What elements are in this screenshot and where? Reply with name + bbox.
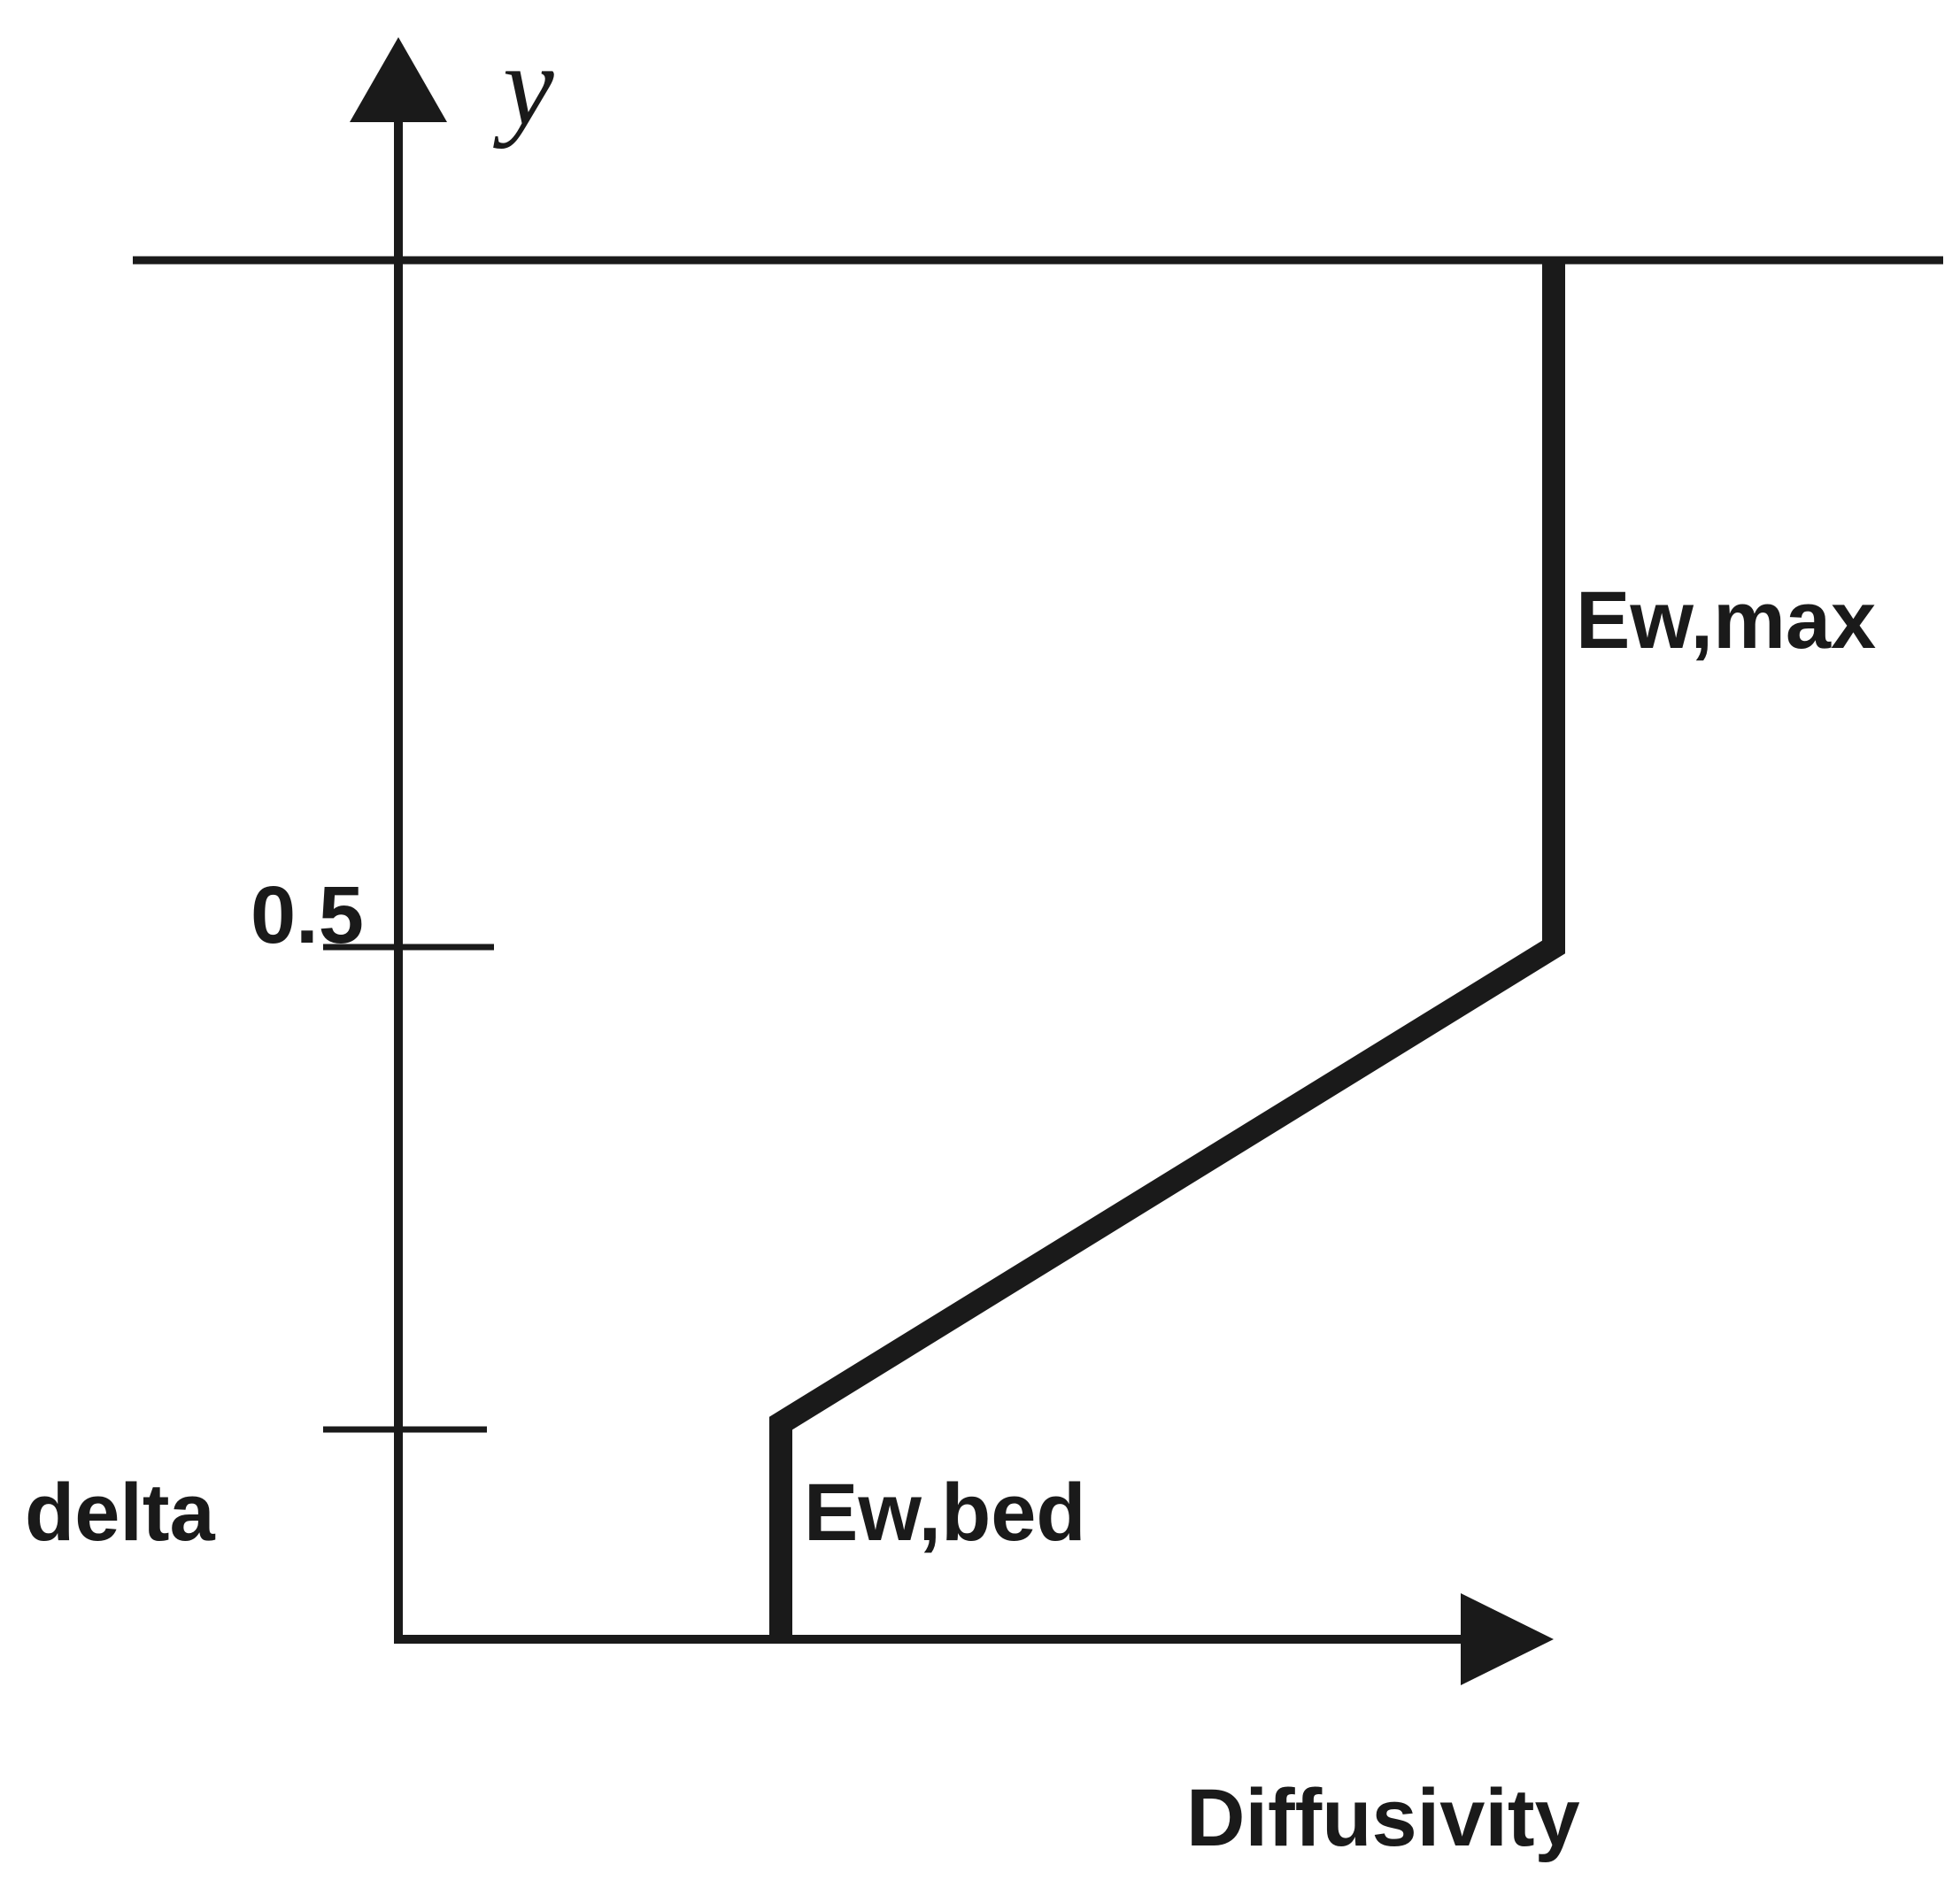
diffusivity-profile-line xyxy=(769,260,1565,1639)
y-axis-label: y xyxy=(493,22,554,150)
delta-label: delta xyxy=(25,1468,216,1558)
ew-bed-label: Ew,bed xyxy=(804,1468,1086,1558)
ew-max-label: Ew,max xyxy=(1576,575,1876,666)
y-axis-arrowhead xyxy=(350,37,447,122)
x-axis-label: Diffusivity xyxy=(1186,1773,1580,1863)
tick-half-label: 0.5 xyxy=(251,870,364,960)
x-axis-arrowhead xyxy=(1461,1593,1554,1685)
